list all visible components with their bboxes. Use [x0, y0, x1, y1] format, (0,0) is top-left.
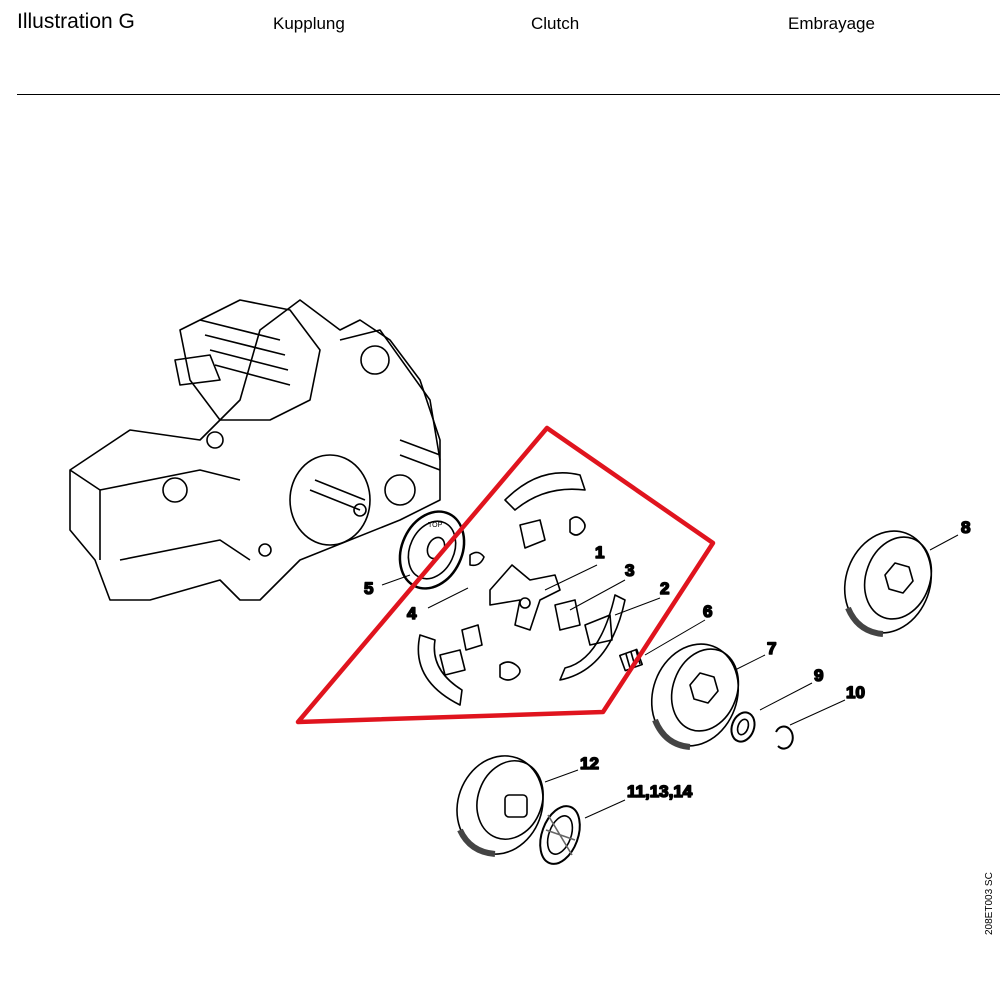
title-german: Kupplung — [273, 14, 345, 33]
part-clutch-shoes — [417, 472, 626, 706]
engine-housing — [69, 299, 441, 601]
label-part-11-13-14: 11,13,14 — [627, 782, 693, 801]
part-5-washer: TOP — [398, 510, 466, 590]
highlight-outline — [295, 425, 716, 725]
label-part-2: 2 — [660, 579, 669, 598]
part-10-e-clip — [775, 725, 794, 750]
part-8-clutch-drum — [843, 530, 933, 637]
part-11-13-14-rim-sprocket — [539, 805, 581, 865]
label-part-10: 10 — [846, 683, 865, 702]
label-part-9: 9 — [814, 666, 823, 685]
washer-top-marking: TOP — [428, 522, 443, 529]
part-9-washer — [730, 711, 756, 743]
header-divider — [17, 94, 1000, 95]
label-part-5: 5 — [364, 579, 373, 598]
label-part-8: 8 — [961, 518, 970, 537]
label-part-1: 1 — [595, 543, 604, 562]
label-part-3: 3 — [625, 561, 634, 580]
label-part-4: 4 — [407, 604, 417, 623]
label-part-6: 6 — [703, 602, 712, 621]
title-french: Embrayage — [788, 14, 875, 33]
part-7-clutch-drum — [650, 643, 740, 750]
page-title: Illustration G — [17, 10, 135, 33]
part-12-rim-drum — [456, 755, 544, 857]
drawing-code: 208ET003 SC — [984, 872, 995, 935]
leader-lines — [381, 534, 959, 819]
label-part-12: 12 — [580, 754, 599, 773]
title-english: Clutch — [531, 14, 580, 33]
label-part-7: 7 — [767, 639, 776, 658]
